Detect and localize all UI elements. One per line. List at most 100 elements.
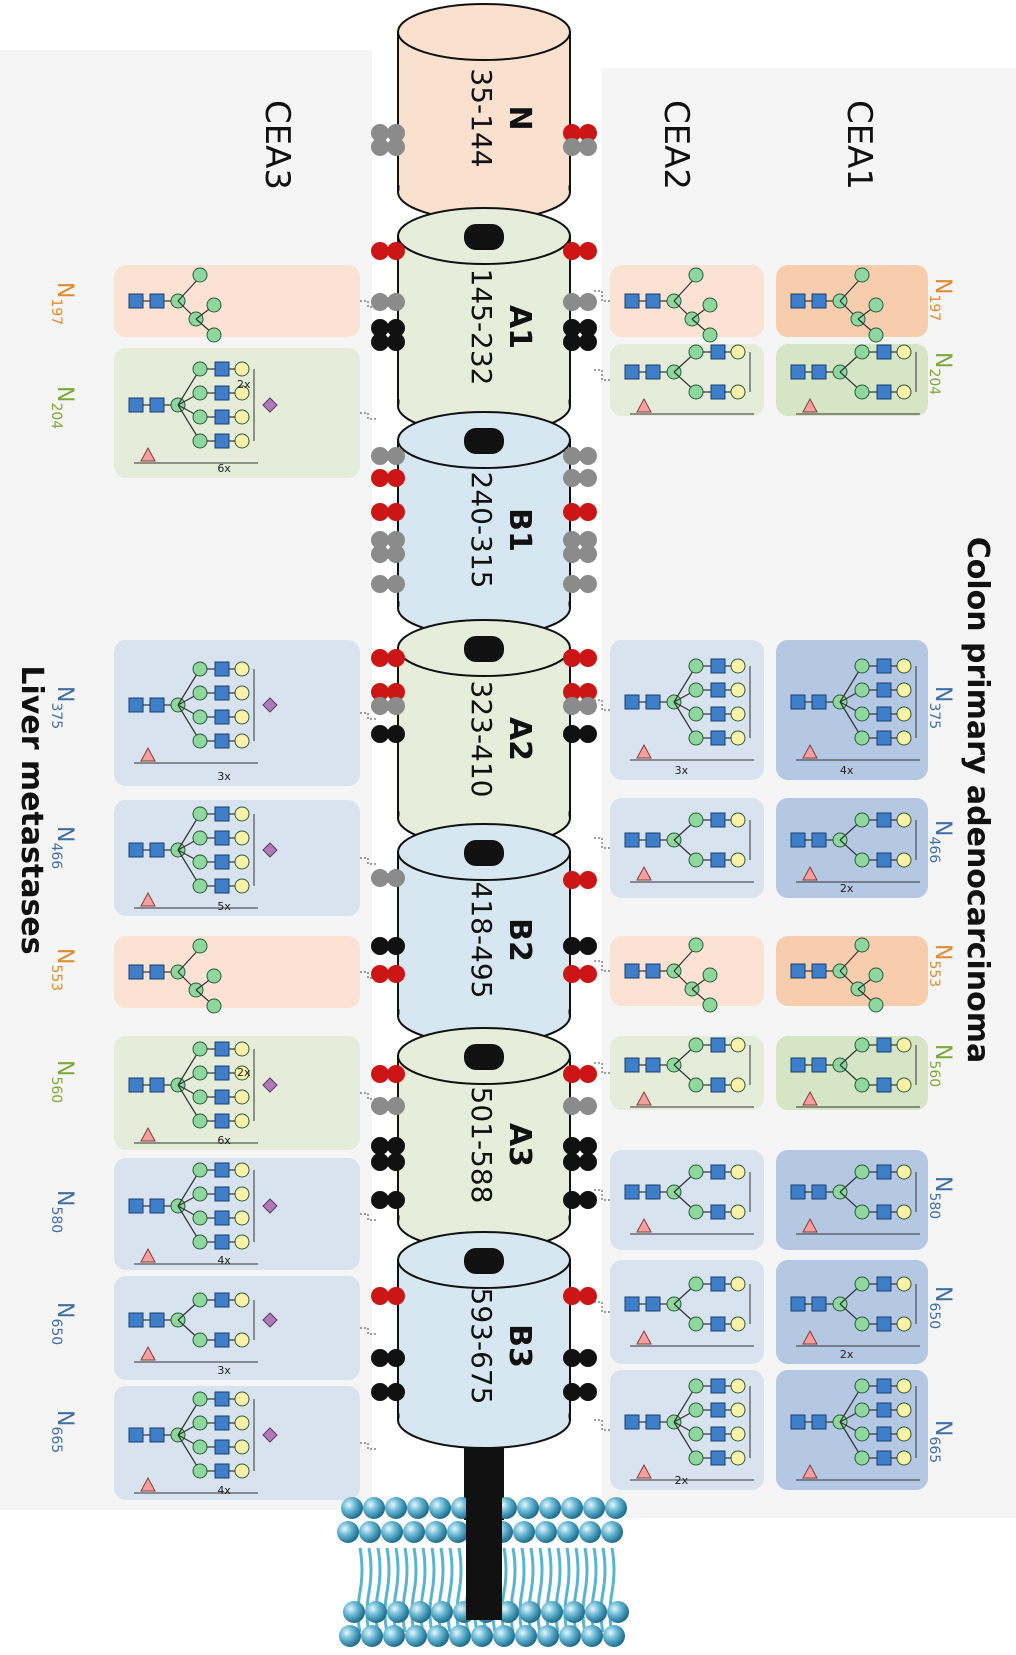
glycan-circle — [192, 938, 208, 954]
glcnac-square — [214, 878, 230, 894]
domain-fill — [399, 376, 569, 406]
marker-dot — [371, 531, 389, 549]
glcnac-square — [149, 842, 165, 858]
repeat-label: 2x — [840, 882, 854, 895]
glycan-box-cea1_204 — [776, 344, 928, 416]
glycan-circle — [206, 998, 222, 1014]
glycan-circle — [854, 1450, 870, 1466]
glcnac-square — [214, 361, 230, 377]
repeat-label: 4x — [840, 764, 854, 777]
marker-pair — [563, 503, 597, 521]
sialic-diamond — [262, 1198, 278, 1214]
site-letter: N — [930, 1044, 955, 1060]
glycan-circle — [192, 661, 208, 677]
site-letter: N — [52, 282, 77, 298]
site-label-left-553: N553 — [48, 948, 77, 991]
marker-pair — [563, 531, 597, 549]
repeat-label: 3x — [217, 1364, 231, 1377]
marker-dot — [387, 1383, 405, 1401]
glycan-circle — [730, 1316, 746, 1332]
domain-name: A3 — [502, 1123, 537, 1167]
lipid-tail — [446, 1547, 454, 1633]
site-number: 466 — [926, 836, 942, 863]
glcnac-square — [876, 730, 892, 746]
glycan-circle — [730, 1077, 746, 1093]
site-label-right-650: N650 — [926, 1286, 955, 1329]
glycan-circle — [868, 327, 884, 343]
glcnac-square — [214, 1089, 230, 1105]
sialic-diamond — [262, 1312, 278, 1328]
marker-dot — [579, 293, 597, 311]
lipid-head — [515, 1625, 537, 1647]
glycan-circle — [730, 1164, 746, 1180]
glycan-circle — [688, 344, 704, 360]
site-connector — [592, 1419, 610, 1431]
lipid-head — [493, 1625, 515, 1647]
marker-pair — [563, 319, 597, 337]
glycan-box-bg — [610, 1260, 764, 1364]
glcnac-square — [128, 1312, 144, 1328]
glycan-circle — [192, 1332, 208, 1348]
marker-dot — [371, 1065, 389, 1083]
glycan-circle — [730, 730, 746, 746]
glcnac-square — [149, 697, 165, 713]
glycan-circle — [234, 361, 250, 377]
marker-dot — [579, 503, 597, 521]
column-label-cea2: CEA2 — [656, 100, 696, 190]
glycan-circle — [192, 806, 208, 822]
repeat-label: 2x — [840, 1348, 854, 1361]
fucose-triangle — [636, 865, 652, 881]
marker-dot — [579, 1383, 597, 1401]
glcnac-square — [128, 293, 144, 309]
site-label-left-665: N665 — [48, 1410, 77, 1453]
glycan-circle — [730, 1450, 746, 1466]
glcnac-square — [876, 1402, 892, 1418]
marker-dot — [387, 531, 405, 549]
membrane-bilayer-icon — [337, 1470, 629, 1647]
fucose-triangle — [802, 865, 818, 881]
glcnac-square — [214, 385, 230, 401]
glycan-circle — [234, 830, 250, 846]
lipid-tail — [581, 1547, 589, 1633]
fucose-triangle — [636, 1329, 652, 1345]
domain-fill — [399, 986, 569, 1016]
glycan-circle — [854, 1077, 870, 1093]
fucose-triangle — [140, 446, 156, 462]
glycan-circle — [192, 1113, 208, 1129]
marker-pair — [371, 469, 405, 487]
glycan-circle — [192, 433, 208, 449]
glycan-circle — [688, 682, 704, 698]
site-number: 580 — [926, 1192, 942, 1219]
glycan-circle — [868, 297, 884, 313]
site-letter: N — [52, 386, 77, 402]
glycan-circle — [192, 1463, 208, 1479]
site-connector — [592, 960, 610, 972]
marker-dot — [387, 575, 405, 593]
glycan-box-cea1_375: 4x — [776, 640, 928, 780]
marker-dot — [371, 469, 389, 487]
site-connector — [360, 1442, 376, 1450]
marker-dot — [371, 869, 389, 887]
site-connector — [360, 1213, 376, 1221]
glycan-circle — [688, 852, 704, 868]
repeat-label: 6x — [217, 1134, 231, 1147]
glycan-circle — [854, 1316, 870, 1332]
glcnac-square — [790, 1184, 806, 1200]
marker-dot — [563, 1349, 581, 1367]
marker-pair — [563, 725, 597, 743]
lipid-head — [403, 1521, 425, 1543]
fucose-triangle — [140, 1247, 156, 1263]
glcnac-square — [710, 1316, 726, 1332]
marker-dot — [563, 1287, 581, 1305]
glycan-circle — [192, 1041, 208, 1057]
glycan-circle — [192, 709, 208, 725]
lipid-tail — [428, 1547, 436, 1633]
marker-dot — [371, 1191, 389, 1209]
marker-dot — [387, 937, 405, 955]
marker-dot — [387, 138, 405, 156]
lipid-head — [603, 1625, 625, 1647]
glycan-circle — [234, 1210, 250, 1226]
marker-dot — [371, 1137, 389, 1155]
glycan-circle — [192, 1089, 208, 1105]
